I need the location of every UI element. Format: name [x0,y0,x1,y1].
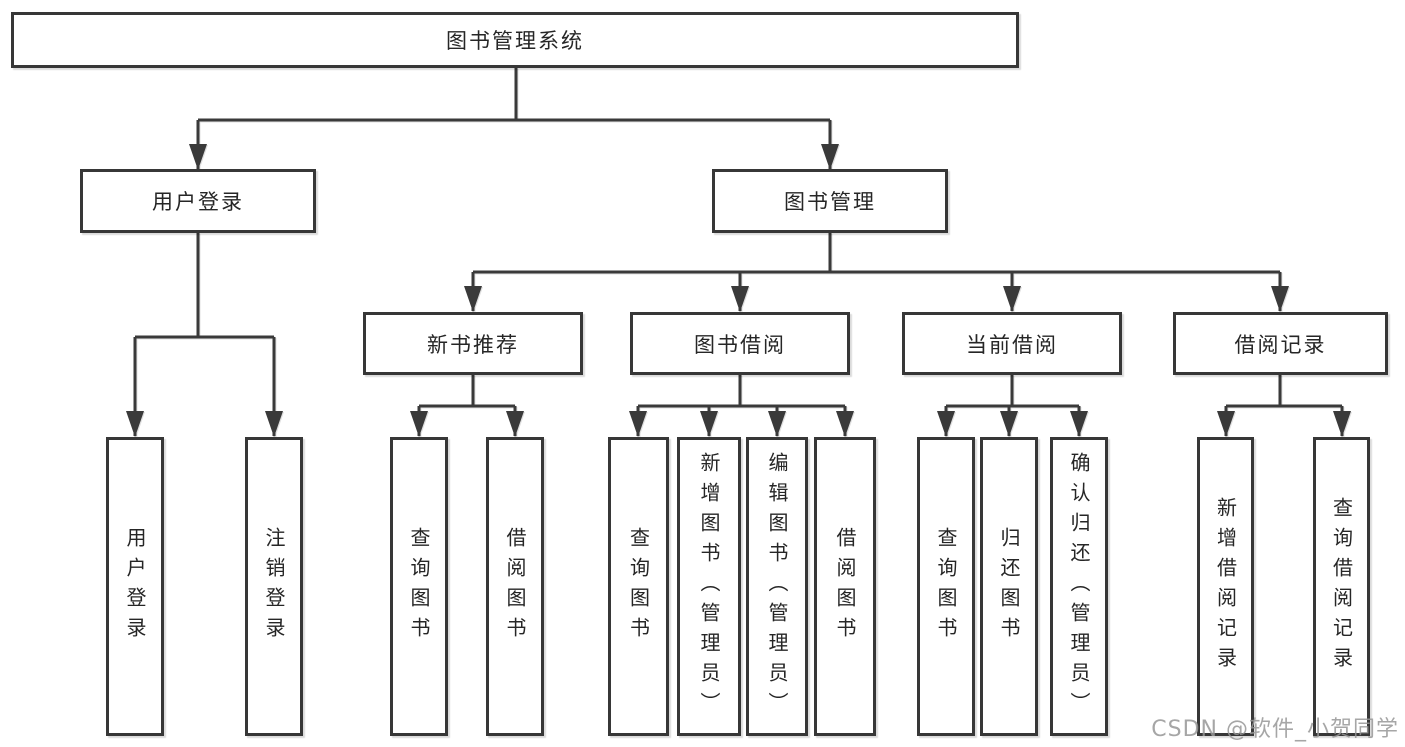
node-label: 新增图书（管理员） [697,451,721,722]
node-add-borrow-record: 新增借阅记录 [1197,437,1254,736]
node-label: 图书管理系统 [446,29,584,53]
node-logout: 注销登录 [245,437,303,736]
node-query-books: 查询图书 [608,437,669,736]
node-library-management-system: 图书管理系统 [11,12,1019,68]
node-book-borrowing: 图书借阅 [630,312,850,375]
node-label: 用户登录 [152,190,244,214]
node-query-borrow-record: 查询借阅记录 [1313,437,1370,736]
node-query-books: 查询图书 [917,437,975,736]
node-label: 查询图书 [934,526,958,647]
node-label: 借阅图书 [503,526,527,647]
node-confirm-return-admin: 确认归还（管理员） [1050,437,1108,736]
node-label: 图书借阅 [694,332,786,357]
node-label: 查询图书 [407,526,431,647]
node-borrowing-records: 借阅记录 [1173,312,1388,375]
node-label: 归还图书 [997,526,1021,647]
node-label: 注销登录 [262,526,286,647]
node-edit-books-admin: 编辑图书（管理员） [746,437,808,736]
node-add-books-admin: 新增图书（管理员） [677,437,741,736]
node-label: 用户登录 [123,526,147,647]
node-label: 编辑图书（管理员） [765,451,789,722]
node-label: 查询借阅记录 [1329,496,1354,677]
node-return-books: 归还图书 [980,437,1038,736]
node-user-login-action: 用户登录 [106,437,164,736]
node-query-books: 查询图书 [390,437,448,736]
node-borrow-books: 借阅图书 [814,437,876,736]
watermark: CSDN @软件_小贺同学 [1151,717,1399,742]
node-label: 图书管理 [784,190,876,214]
node-label: 新增借阅记录 [1213,496,1238,677]
node-new-book-recommendation: 新书推荐 [363,312,583,375]
node-label: 确认归还（管理员） [1067,451,1091,722]
node-book-management: 图书管理 [712,169,948,233]
node-borrow-books: 借阅图书 [486,437,544,736]
node-label: 借阅图书 [833,526,857,647]
node-label: 新书推荐 [427,332,519,357]
node-label: 查询图书 [626,526,651,647]
node-user-login: 用户登录 [80,169,316,233]
node-label: 当前借阅 [966,332,1058,357]
node-current-borrowing: 当前借阅 [902,312,1122,375]
node-label: 借阅记录 [1234,332,1327,357]
